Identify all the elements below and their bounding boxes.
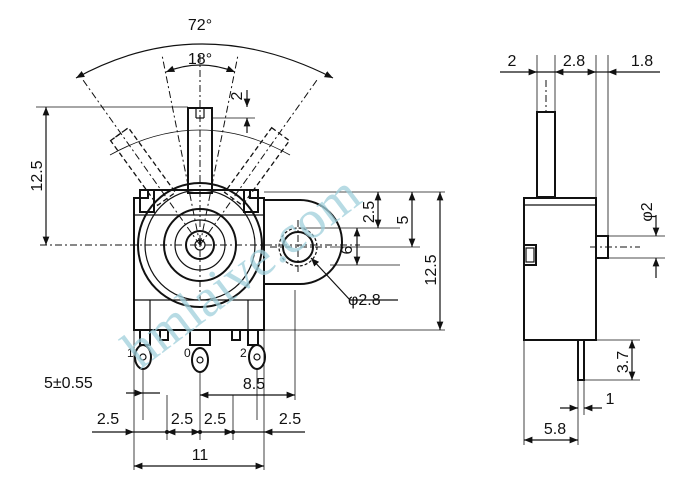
detent-line-right bbox=[199, 54, 239, 246]
dim-boss-diameter: φ2 bbox=[639, 202, 656, 221]
side-shaft bbox=[536, 111, 556, 198]
angle-72-arc bbox=[75, 43, 334, 79]
rotor-hub bbox=[185, 230, 215, 260]
front-view: 12.5 2 72° 18° 5±0.55 8.5 2.5 2.5 2.5 2 bbox=[29, 17, 360, 470]
rotor-outer bbox=[137, 182, 263, 308]
ghost-shaft-right bbox=[223, 126, 291, 207]
dim-hole-diameter: φ2.8 bbox=[348, 292, 381, 309]
dim-tab-2-5: 2.5 bbox=[361, 201, 378, 223]
dim-tab-5: 5 bbox=[395, 215, 412, 224]
side-pin bbox=[577, 339, 585, 381]
dim-tab-6: 6 bbox=[339, 245, 356, 254]
pin-label-0: 0 bbox=[184, 346, 191, 360]
dim-height-left: 12.5 bbox=[29, 160, 46, 191]
dim-pitch-a: 2.5 bbox=[97, 411, 119, 428]
tab-dimensions: 2.5 5 6 12.5 φ2.8 bbox=[264, 191, 445, 331]
dim-side-depth: 5.8 bbox=[544, 421, 566, 438]
dim-side-top-1-8: 1.8 bbox=[631, 53, 653, 70]
dim-side-top-2: 2 bbox=[508, 53, 517, 70]
angle-limit-left bbox=[82, 79, 201, 246]
pin-label-2: 2 bbox=[240, 346, 247, 360]
detent-line-left bbox=[161, 54, 201, 246]
mounting-tab bbox=[264, 199, 343, 285]
dim-height-right: 12.5 bbox=[423, 254, 440, 285]
sweep-arc bbox=[109, 129, 291, 156]
angle-limit-right bbox=[199, 79, 318, 246]
side-view: 2 2.8 1.8 φ2 3.7 1 5.8 bbox=[500, 53, 665, 445]
side-body bbox=[523, 197, 597, 341]
dim-pin-length: 3.7 bbox=[615, 351, 632, 373]
dim-pitch-b: 2.5 bbox=[171, 411, 193, 428]
dim-angle-18: 18° bbox=[188, 51, 212, 68]
pin-label-1: 1 bbox=[127, 346, 134, 360]
dim-pitch-d: 2.5 bbox=[279, 411, 301, 428]
dim-shaft-top: 2 bbox=[229, 91, 246, 100]
dim-pitch-c: 2.5 bbox=[204, 411, 226, 428]
body-outline bbox=[133, 189, 265, 331]
dim-total-width: 11 bbox=[192, 447, 209, 464]
rotor-middle bbox=[163, 208, 237, 282]
dim-pitch-left: 5±0.55 bbox=[44, 375, 93, 392]
shaft bbox=[187, 107, 213, 194]
ghost-shaft-left bbox=[109, 126, 177, 207]
dim-pin-thickness: 1 bbox=[606, 391, 615, 408]
dim-angle-72: 72° bbox=[188, 17, 212, 34]
dim-side-top-2-8: 2.8 bbox=[563, 53, 585, 70]
dim-span-right: 8.5 bbox=[243, 376, 265, 393]
